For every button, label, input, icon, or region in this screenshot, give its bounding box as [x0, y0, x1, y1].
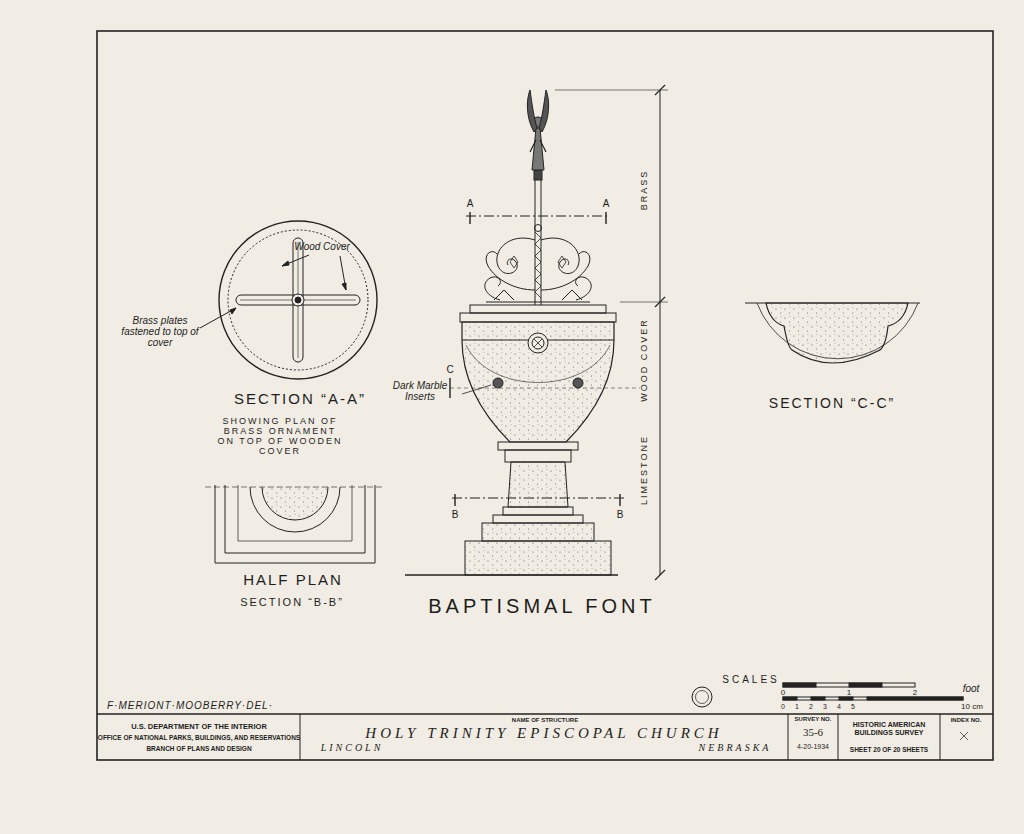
structure-name: HOLY TRINITY EPISCOPAL CHURCH [365, 725, 722, 742]
callout-label: Dark Marble Inserts [384, 380, 456, 402]
section-title: SECTION “A-A” [234, 391, 366, 408]
scale-number: 0 [781, 703, 785, 711]
callout-label: Brass plates fastened to top of cover [119, 315, 201, 348]
delineator: F·MERIONT·MOOBERRY·DEL· [107, 700, 273, 711]
sheet-number: SHEET 20 OF 20 SHEETS [850, 746, 928, 753]
section-title: HALF PLAN [243, 572, 343, 589]
field-heading: SURVEY NO. [795, 716, 832, 723]
city-name: LINCOLN [321, 742, 384, 753]
scale-number: 3 [823, 703, 827, 711]
section-title: SECTION “C-C” [769, 396, 895, 411]
section-note: SHOWING PLAN OF BRASS ORNAMENT ON TOP OF… [215, 417, 345, 457]
section-mark: A [603, 198, 610, 209]
scale-number: 1 [847, 689, 851, 698]
scale-number: 2 [913, 689, 917, 698]
scale-number: 0 [781, 689, 785, 698]
scale-number: 5 [851, 703, 855, 711]
agency-text: BRANCH OF PLANS AND DESIGN [146, 745, 251, 752]
section-mark: A [467, 198, 474, 209]
section-mark: C [446, 364, 453, 375]
survey-date: 4-20-1934 [797, 743, 829, 751]
callout-label: Wood Cover [294, 241, 350, 252]
section-mark: B [452, 509, 459, 520]
agency-text: OFFICE OF NATIONAL PARKS, BUILDINGS, AND… [98, 734, 300, 741]
drawing-title: BAPTISMAL FONT [428, 595, 656, 617]
state-name: NEBRASKA [699, 742, 772, 753]
agency-text: U.S. DEPARTMENT OF THE INTERIOR [131, 723, 267, 731]
scale-number: 2 [809, 703, 813, 711]
scale-label: SCALES [722, 674, 779, 685]
survey-name: HISTORIC AMERICAN BUILDINGS SURVEY [841, 721, 937, 736]
dimension-label: LIMESTONE [640, 433, 650, 507]
scale-unit: 10 cm [961, 703, 983, 712]
field-heading: NAME OF STRUCTURE [512, 717, 578, 724]
scale-number: 1 [795, 703, 799, 711]
survey-number: 35-6 [803, 726, 823, 738]
dimension-label: WOOD COVER [640, 316, 650, 404]
scale-unit: foot [963, 683, 980, 694]
section-title: SECTION “B-B” [240, 596, 344, 608]
field-heading: INDEX NO. [951, 717, 982, 724]
dimension-label: BRASS [640, 168, 650, 213]
scale-number: 4 [837, 703, 841, 711]
section-mark: B [617, 509, 624, 520]
